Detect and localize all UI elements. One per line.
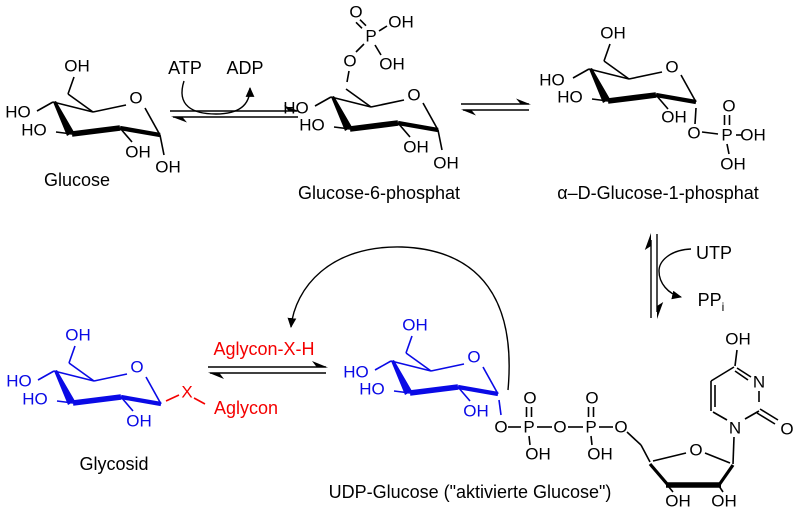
- phosphorus-label: P: [523, 417, 535, 437]
- label-aglycon-x-h: Aglycon-X-H: [213, 339, 315, 359]
- oxygen-label: O: [523, 388, 537, 408]
- label-ppi: PPi: [698, 291, 725, 313]
- hydroxyl-label: HO: [6, 371, 32, 391]
- udp-diphosphate-skeleton: [508, 407, 651, 463]
- ppi-text: PP: [697, 290, 722, 311]
- hydroxyl-label: OH: [155, 157, 181, 177]
- ring-oxygen-label: O: [665, 57, 679, 77]
- label-glucose: Glucose: [43, 170, 111, 190]
- label-aglycon: Aglycon: [213, 398, 279, 418]
- hydroxyl-label: OH: [402, 315, 428, 335]
- phosphorus-label: P: [365, 26, 377, 46]
- hydroxyl-label: OH: [661, 107, 687, 127]
- nitrogen-label: N: [752, 372, 766, 392]
- bridge-oxygen-label: O: [553, 417, 567, 437]
- ring-oxygen-label: O: [129, 88, 143, 108]
- label-x: X: [181, 382, 193, 402]
- hydroxyl-label: HO: [22, 389, 48, 409]
- hydroxyl-label: OH: [587, 444, 613, 464]
- phosphorus-label: P: [721, 125, 733, 145]
- oxygen-label: O: [722, 96, 736, 116]
- hydroxyl-label: OH: [403, 137, 429, 157]
- ester-oxygen-label: O: [614, 417, 628, 437]
- hydroxyl-label: OH: [720, 154, 746, 174]
- hydroxyl-label: OH: [740, 125, 766, 145]
- hydroxyl-label: HO: [343, 362, 369, 382]
- ring-oxygen-label: O: [467, 347, 481, 367]
- hydroxyl-label: HO: [283, 98, 309, 118]
- hydroxyl-label: OH: [600, 23, 626, 43]
- hydroxyl-label: OH: [388, 12, 414, 32]
- oxygen-label: O: [349, 2, 363, 22]
- hydroxyl-label: OH: [379, 54, 405, 74]
- hydroxyl-label: OH: [665, 491, 691, 511]
- label-adp: ADP: [226, 58, 264, 78]
- hydroxyl-label: OH: [65, 325, 91, 345]
- hydroxyl-label: HO: [299, 115, 325, 135]
- hydroxyl-label: HO: [21, 120, 47, 140]
- reaction-arrows: [170, 80, 692, 391]
- hydroxyl-label: OH: [725, 329, 751, 349]
- phosphorus-label: P: [585, 417, 597, 437]
- ester-oxygen-label: O: [494, 417, 508, 437]
- nitrogen-label: N: [728, 418, 742, 438]
- label-glucose-1-phosphat: α–D-Glucose-1-phosphat: [557, 183, 759, 203]
- hydroxyl-label: OH: [125, 142, 151, 162]
- hydroxyl-label: HO: [557, 87, 583, 107]
- label-atp: ATP: [168, 58, 202, 78]
- glucose-6-phosphat-skeleton: [315, 19, 443, 151]
- hydroxyl-label: OH: [433, 153, 459, 173]
- glucose-1-phosphat-skeleton: [573, 43, 742, 155]
- ring-oxygen-label: O: [130, 357, 144, 377]
- hydroxyl-label: OH: [711, 491, 737, 511]
- glycosid-skeleton: [38, 345, 161, 411]
- label-udp-glucose: UDP-Glucose ("aktivierte Glucose"): [328, 482, 612, 502]
- hydroxyl-label: OH: [126, 411, 152, 431]
- ester-oxygen-label: O: [343, 51, 357, 71]
- oxygen-label: O: [585, 388, 599, 408]
- hydroxyl-label: OH: [525, 444, 551, 464]
- hydroxyl-label: OH: [64, 56, 90, 76]
- hydroxyl-label: HO: [5, 102, 31, 122]
- ring-oxygen-label: O: [689, 440, 703, 460]
- oxygen-label: O: [780, 419, 794, 439]
- ring-oxygen-label: O: [407, 85, 421, 105]
- udp-uracil-skeleton: [710, 349, 779, 465]
- hydroxyl-label: OH: [463, 401, 489, 421]
- glycosid-aglycon-bonds: [165, 394, 206, 405]
- udp-ribose-skeleton: [648, 452, 735, 493]
- ppi-subscript: i: [721, 299, 725, 314]
- hydroxyl-label: HO: [539, 70, 565, 90]
- udp-glucose-sugar-skeleton: [375, 335, 502, 416]
- label-utp: UTP: [696, 243, 732, 263]
- label-glycosid: Glycosid: [79, 454, 149, 474]
- ester-oxygen-label: O: [687, 123, 701, 143]
- label-glucose-6-phosphat: Glucose-6-phosphat: [297, 183, 461, 203]
- hydroxyl-label: HO: [359, 379, 385, 399]
